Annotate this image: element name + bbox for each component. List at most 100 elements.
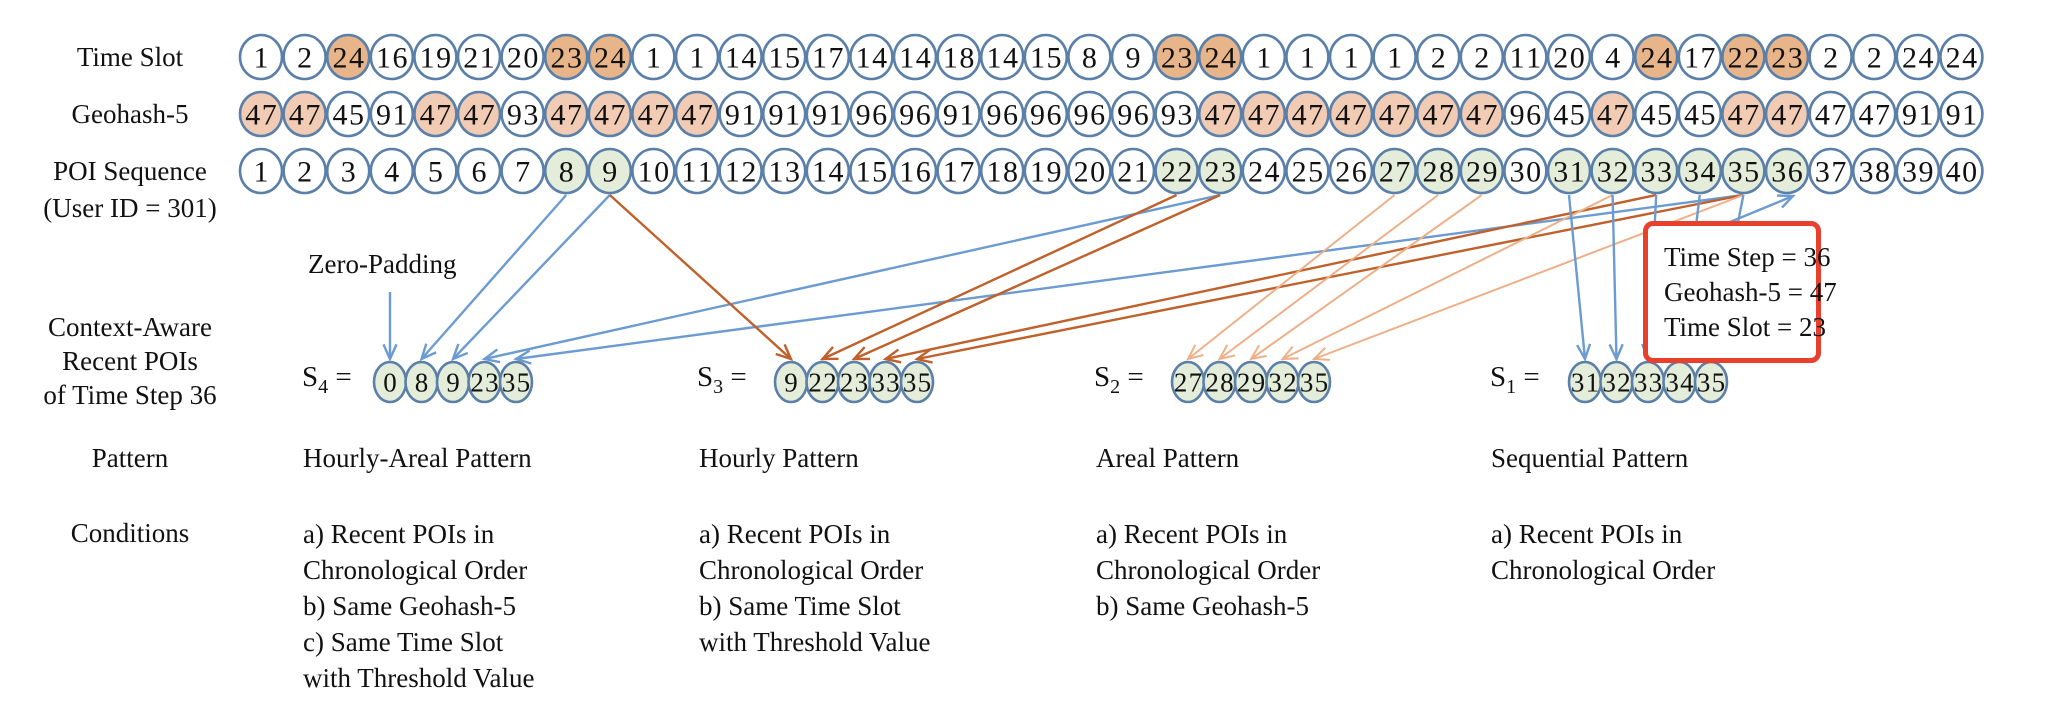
circle-shape	[413, 33, 458, 81]
poi-sequence-cell: 21	[1110, 147, 1156, 195]
circle-shape	[325, 147, 371, 195]
circle-shape	[718, 147, 763, 195]
poi-sequence-cell: 4	[369, 147, 415, 195]
geohash-cell: 91	[1939, 90, 1984, 138]
conditions-sequential: a) Recent POIs in Chronological Order	[1491, 519, 1716, 585]
circle-shape	[1154, 147, 1199, 195]
geohash-cell: 47	[1590, 90, 1635, 138]
time-slot-cell: 1	[1372, 33, 1417, 81]
circle-value: 18	[943, 42, 975, 75]
geohash-cell: 45	[325, 90, 371, 138]
circle-shape	[1197, 147, 1243, 195]
circle-value: 2	[297, 156, 312, 189]
circle-value: 26	[1335, 156, 1367, 189]
circle-value: 1	[1344, 42, 1359, 75]
time-slot-cell: 2	[282, 33, 327, 81]
circle-value: 23	[470, 367, 498, 397]
circle-value: 29	[1466, 156, 1498, 189]
time-slot-cell: 20	[1546, 33, 1592, 81]
poi-sequence-cell: 13	[761, 147, 807, 195]
poi-sequence-cell: 2	[282, 147, 327, 195]
circle-value: 23	[1204, 156, 1236, 189]
circle-value: 34	[1684, 156, 1716, 189]
poi-sequence-cell: 6	[456, 147, 502, 195]
circle-value: 24	[332, 42, 364, 75]
circle-value: 40	[1946, 156, 1978, 189]
poi-sequence-cell: 16	[892, 147, 938, 195]
circle-shape	[979, 90, 1025, 138]
time-slot-cell: 2	[1808, 33, 1853, 81]
circle-value: 47	[1815, 99, 1847, 132]
geohash-cell: 91	[936, 90, 981, 138]
circle-value: 30	[1510, 156, 1542, 189]
conditions-areal: a) Recent POIs in Chronological Order b)…	[1096, 519, 1321, 621]
circle-value: 39	[1902, 156, 1934, 189]
circle-value: 47	[1379, 99, 1411, 132]
circle-value: 14	[899, 42, 931, 75]
time-slot-cell: 24	[1633, 33, 1679, 81]
time-slot-cell: 9	[1110, 33, 1156, 81]
circle-value: 8	[1082, 42, 1097, 75]
circle-shape	[1677, 90, 1723, 138]
circle-value: 9	[784, 367, 798, 397]
annotation-arrows	[382, 194, 1796, 362]
subset-label-s4: S4 =	[302, 361, 352, 398]
subset-cell: 32	[1599, 360, 1634, 404]
circle-shape	[1503, 147, 1548, 195]
circle-value: 47	[420, 99, 452, 132]
geohash-cell: 47	[238, 90, 284, 138]
circle-shape	[1241, 33, 1287, 81]
arrow-poi35-to-s4	[513, 193, 1744, 365]
subset-cell: 22	[805, 360, 840, 404]
circle-shape	[1328, 33, 1374, 81]
circle-value: 33	[871, 367, 899, 397]
circle-value: 18	[986, 156, 1018, 189]
circle-value: 1	[1256, 42, 1271, 75]
subset-cell: 34	[1662, 360, 1697, 404]
geohash-cell: 47	[1328, 90, 1374, 138]
circle-value: 91	[1946, 99, 1978, 132]
circle-value: 24	[1946, 42, 1978, 75]
circle-value: 9	[602, 156, 617, 189]
circle-shape	[1851, 147, 1897, 195]
poi-sequence-cell: 23	[1197, 147, 1243, 195]
time-slot-cell: 1	[1285, 33, 1330, 81]
circle-value: 24	[1640, 42, 1672, 75]
geohash-cell: 96	[1110, 90, 1156, 138]
circle-shape	[1067, 147, 1112, 195]
time-slot-cell: 2	[1459, 33, 1505, 81]
row-label-geohash: Geohash-5	[71, 99, 189, 129]
arrow-poi31-to-s1	[1567, 194, 1592, 362]
circle-shape	[1503, 33, 1548, 81]
circle-value: 8	[415, 367, 429, 397]
geohash-cell: 47	[674, 90, 720, 138]
circle-shape	[282, 33, 327, 81]
circle-shape	[1372, 147, 1417, 195]
circle-value: 17	[1684, 42, 1716, 75]
circle-shape	[1895, 33, 1941, 81]
time-slot-cell: 1	[1328, 33, 1374, 81]
poi-sequence-cell: 19	[1023, 147, 1069, 195]
circle-value: 45	[332, 99, 364, 132]
circle-shape	[1285, 147, 1330, 195]
geohash-cell: 47	[413, 90, 458, 138]
circle-shape	[369, 147, 415, 195]
time-slot-cell: 19	[413, 33, 458, 81]
circle-shape	[500, 90, 545, 138]
circle-shape	[849, 147, 894, 195]
circle-shape	[1328, 90, 1374, 138]
circle-shape	[1590, 90, 1635, 138]
poi-sequence-cell: 7	[500, 147, 545, 195]
circle-value: 4	[1605, 42, 1620, 75]
circle-value: 8	[559, 156, 574, 189]
circle-value: 2	[1823, 42, 1838, 75]
subset-cell: 35	[1296, 360, 1332, 404]
circle-value: 14	[812, 156, 844, 189]
row-label-poi-sequence: POI Sequence	[53, 156, 207, 186]
time-slot-cell: 23	[1154, 33, 1199, 81]
geohash-cell: 47	[1197, 90, 1243, 138]
circle-value: 9	[446, 367, 460, 397]
time-slot-cell: 17	[1677, 33, 1723, 81]
subset-cell: 8	[404, 360, 439, 404]
